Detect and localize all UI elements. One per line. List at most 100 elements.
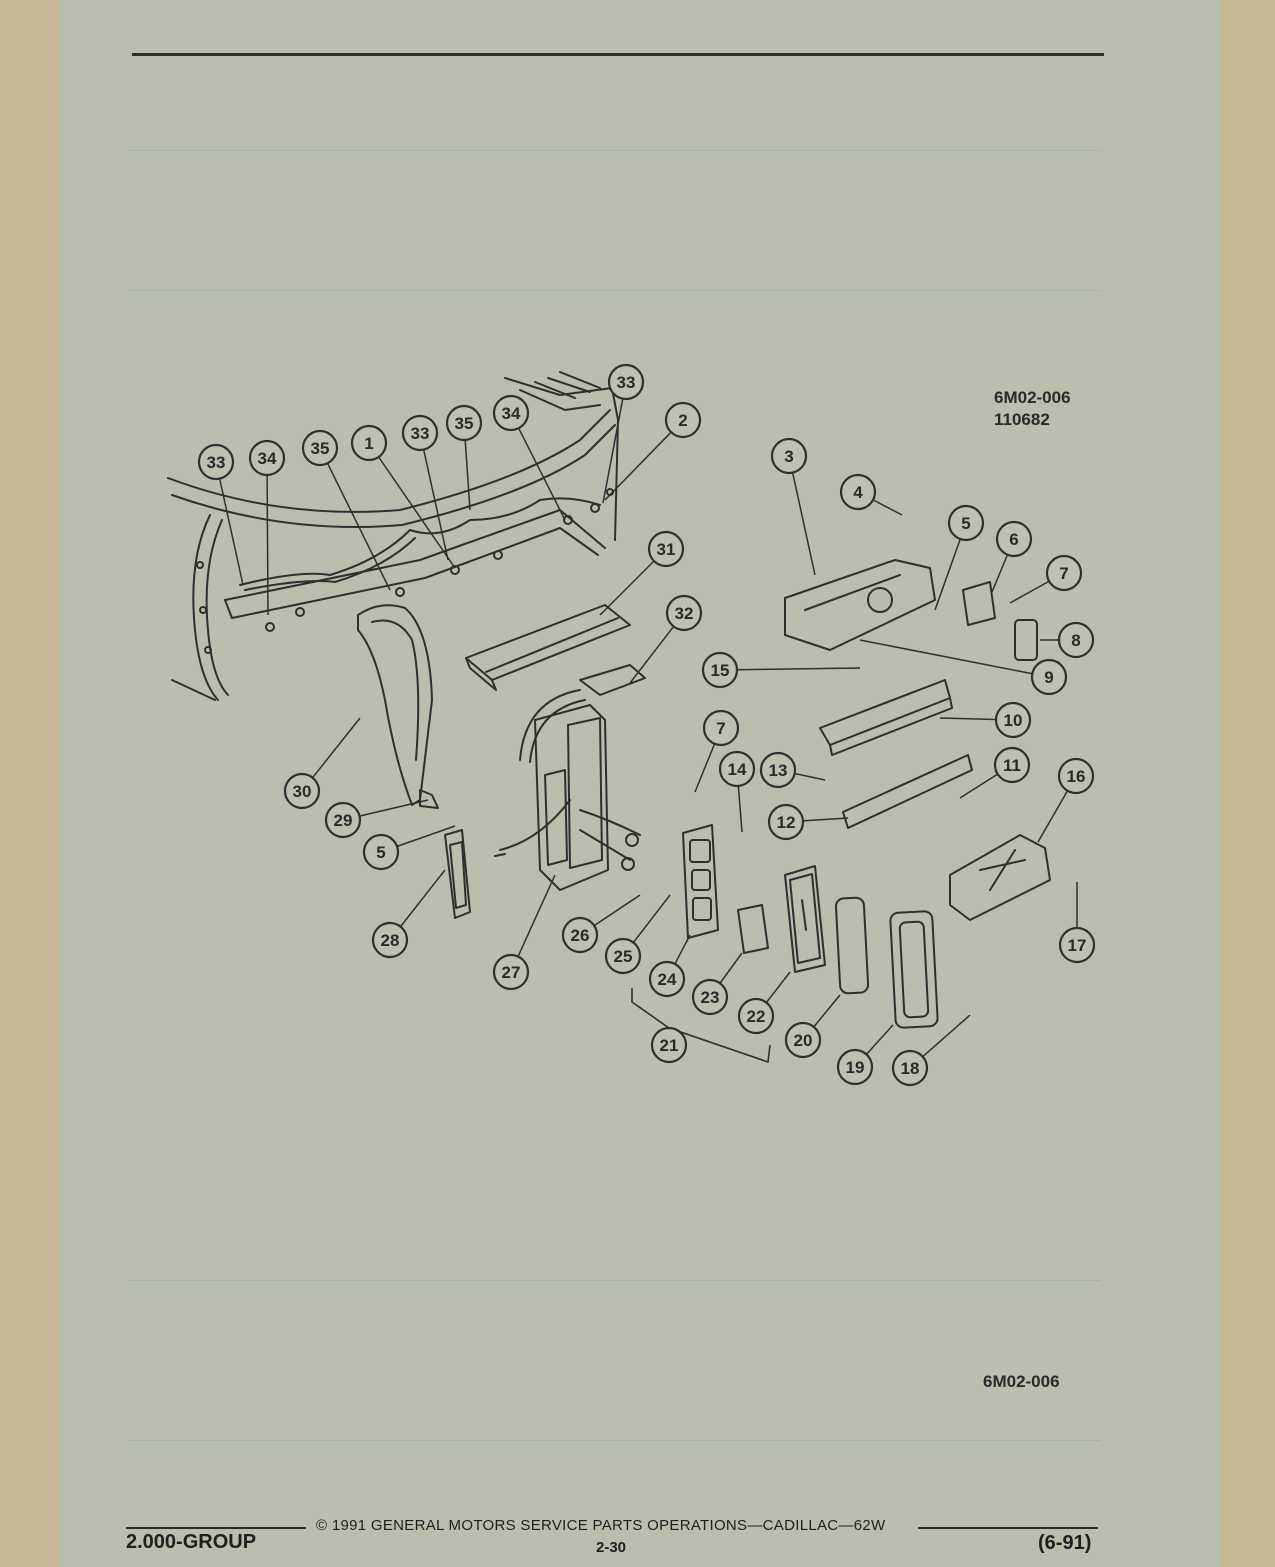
callout-25: 25: [604, 937, 642, 975]
leader-line: [694, 743, 716, 793]
callout-17: 17: [1058, 926, 1096, 964]
callout-33: 33: [401, 414, 439, 452]
part-24-socket-plate: [682, 824, 719, 939]
leader-line: [922, 1014, 971, 1058]
callout-circle: [350, 424, 388, 462]
callout-number: 5: [961, 514, 970, 533]
callout-circle: [702, 709, 740, 747]
callout-circle: [995, 520, 1033, 558]
callout-circle: [648, 960, 686, 998]
callout-31: 31: [647, 530, 685, 568]
leader-line: [959, 773, 999, 799]
callout-circle: [647, 530, 685, 568]
callout-number: 7: [716, 719, 725, 738]
callout-number: 20: [794, 1031, 813, 1050]
ruled-line: [128, 290, 1101, 291]
page-sheet: [58, 0, 1221, 1567]
callout-circle: [445, 404, 483, 442]
callout-number: 33: [411, 424, 430, 443]
callout-5: 5: [947, 504, 985, 542]
callout-number: 1: [364, 434, 373, 453]
callout-7: 7: [1045, 554, 1083, 592]
callout-circle: [1045, 554, 1083, 592]
callout-2: 2: [664, 401, 702, 439]
leader-line: [719, 952, 743, 984]
part-8-lamp: [1014, 619, 1038, 661]
callout-number: 32: [675, 604, 694, 623]
callout-20: 20: [784, 1021, 822, 1059]
callout-number: 24: [658, 970, 677, 989]
callout-circle: [1057, 621, 1095, 659]
callout-10: 10: [994, 701, 1032, 739]
callout-circle: [767, 803, 805, 841]
callout-number: 26: [571, 926, 590, 945]
callout-circle: [561, 916, 599, 954]
leader-line: [593, 894, 641, 927]
callout-33: 33: [197, 443, 235, 481]
part-22-lens: [784, 865, 826, 973]
part-20-gasket: [834, 896, 870, 995]
leader-line: [674, 934, 691, 965]
callout-number: 8: [1071, 631, 1080, 650]
callout-circle: [248, 439, 286, 477]
callout-15: 15: [701, 651, 739, 689]
leader-line: [378, 456, 456, 569]
callout-number: 3: [784, 447, 793, 466]
leader-line: [517, 427, 566, 521]
callout-circle: [784, 1021, 822, 1059]
callout-number: 18: [901, 1059, 920, 1078]
callout-number: 34: [502, 404, 521, 423]
part-6-socket: [962, 581, 996, 626]
header-rule: [132, 53, 1104, 56]
leader-line: [765, 971, 791, 1004]
callout-number: 7: [1059, 564, 1068, 583]
callout-circle: [1058, 926, 1096, 964]
leader-line: [794, 772, 826, 781]
callout-number: 16: [1067, 767, 1086, 786]
callout-circle: [665, 594, 703, 632]
callout-circle: [947, 504, 985, 542]
callout-29: 29: [324, 801, 362, 839]
callout-circle: [607, 363, 645, 401]
callout-35: 35: [301, 429, 339, 467]
callout-number: 33: [617, 373, 636, 392]
part-32-connector: [519, 664, 646, 763]
leader-line: [326, 462, 391, 591]
leader-line: [939, 717, 997, 721]
callout-number: 34: [258, 449, 277, 468]
leader-line: [791, 472, 816, 576]
callout-24: 24: [648, 960, 686, 998]
footer-rule-left: [126, 1527, 306, 1529]
callout-circle: [401, 414, 439, 452]
callout-number: 35: [455, 414, 474, 433]
callout-18: 18: [891, 1049, 929, 1087]
callout-circle: [362, 833, 400, 871]
callout-9: 9: [1030, 658, 1068, 696]
part-19-bezel: [889, 910, 939, 1029]
leader-line: [934, 538, 962, 611]
leader-line: [872, 499, 903, 516]
callout-circle: [1030, 658, 1068, 696]
callout-circle: [770, 437, 808, 475]
callout-21: 21: [650, 1026, 688, 1064]
callout-circle: [1057, 757, 1095, 795]
callout-number: 15: [711, 661, 730, 680]
callout-22: 22: [737, 997, 775, 1035]
footer-rule-right: [918, 1527, 1098, 1529]
leader-line: [464, 439, 471, 511]
callout-23: 23: [691, 978, 729, 1016]
callout-circle: [604, 937, 642, 975]
callout-34: 34: [248, 439, 286, 477]
callout-number: 11: [1003, 756, 1021, 775]
part-16-housing: [949, 834, 1051, 921]
footer-page-number: 2-30: [596, 1539, 627, 1556]
leader-line: [218, 478, 244, 586]
callout-14: 14: [718, 750, 756, 788]
part-3-housing: [784, 559, 936, 651]
callout-circle: [737, 997, 775, 1035]
callout-circle: [492, 394, 530, 432]
callout-16: 16: [1057, 757, 1095, 795]
callout-7: 7: [702, 709, 740, 747]
callout-circle: [891, 1049, 929, 1087]
callout-circle: [283, 772, 321, 810]
